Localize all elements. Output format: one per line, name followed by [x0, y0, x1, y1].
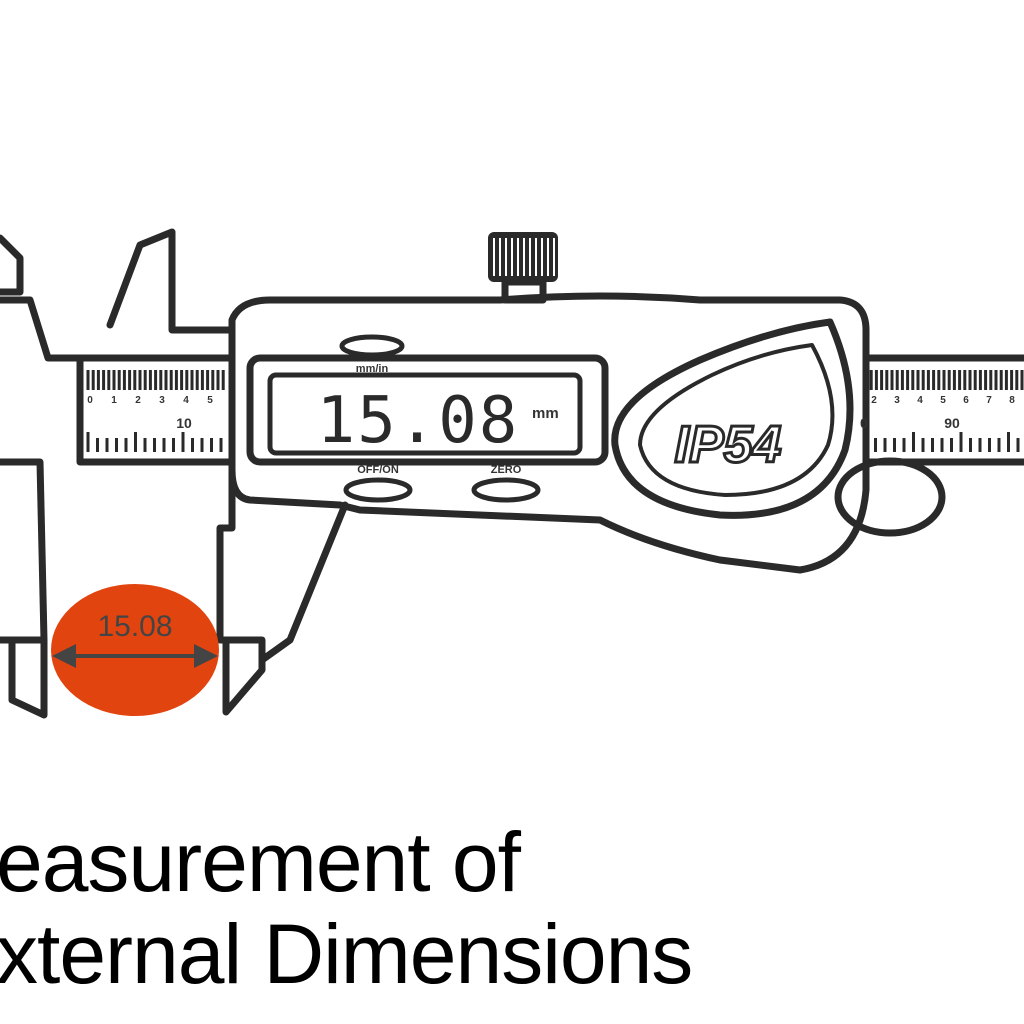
main-scale-label: 90 [944, 415, 960, 431]
vernier-label: 5 [940, 395, 946, 406]
moving-upper-jaw [106, 228, 236, 334]
vernier-label: 1 [111, 395, 117, 406]
display-unit: mm [532, 405, 559, 422]
vernier-label: 7 [986, 395, 992, 406]
vernier-label: 2 [871, 395, 877, 406]
display-reading: 15.08 [317, 384, 520, 458]
fixed-jaw-neck [0, 296, 84, 362]
lock-screw-stem [501, 278, 547, 304]
zero-label: ZERO [491, 464, 522, 476]
zero-button[interactable] [471, 477, 541, 503]
main-scale-right: 2 3 4 5 6 7 8 90 0 [860, 370, 1024, 452]
vernier-label: 6 [963, 395, 969, 406]
main-scale-label: 10 [176, 415, 192, 431]
vernier-label: 4 [183, 395, 189, 406]
vernier-label: 3 [894, 395, 900, 406]
vernier-label: 8 [1009, 395, 1015, 406]
mm-in-label: mm/in [356, 363, 389, 375]
ip54-badge: IP54 [675, 416, 782, 474]
vernier-label: 2 [135, 395, 141, 406]
off-on-label: OFF/ON [357, 464, 399, 476]
lock-screw-knurl [493, 238, 555, 276]
moving-lower-jaw [216, 458, 349, 716]
caption-line-1: easurement of [0, 815, 521, 909]
fixed-upper-jaw [0, 234, 24, 296]
main-scale-zero: 0 [860, 415, 868, 431]
caption-line-2: xternal Dimensions [0, 907, 693, 1001]
vernier-label: 5 [207, 395, 213, 406]
mm-in-button[interactable] [339, 334, 405, 358]
display-frame [246, 354, 609, 466]
fixed-lower-jaw [0, 458, 48, 719]
vernier-label: 3 [159, 395, 165, 406]
vernier-label: 0 [87, 395, 93, 406]
dimension-arrow-icon [52, 644, 218, 668]
vernier-label: 4 [917, 395, 923, 406]
thumb-roller[interactable] [834, 457, 946, 537]
lcd-screen [267, 372, 583, 456]
main-beam-left [76, 354, 236, 466]
measurement-value: 15.08 [97, 610, 172, 643]
main-scale-left: 0 1 2 3 4 5 10 [86, 370, 225, 452]
measurement-highlight [51, 584, 219, 716]
off-on-button[interactable] [343, 477, 413, 503]
ip54-badge-outline [611, 318, 854, 519]
